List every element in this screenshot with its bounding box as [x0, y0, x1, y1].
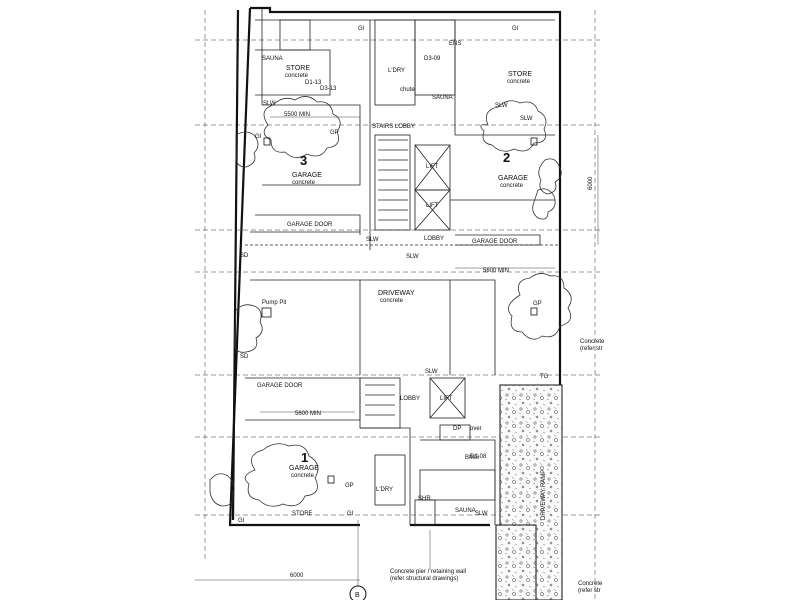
unit-2-number: 2: [503, 150, 510, 165]
ensuite-label: ENS: [449, 41, 461, 47]
grid-lines: [195, 10, 600, 600]
pump-pit-symbol: [261, 307, 272, 318]
tree-top-right: [480, 100, 547, 152]
gp-label-2: GP: [330, 130, 339, 136]
laundry-label: L'DRY: [388, 68, 405, 74]
gp-label-3: GP: [345, 483, 354, 489]
section-marker: B: [349, 585, 367, 600]
unit-1-garage-label: GARAGE: [289, 465, 319, 472]
lift-label-upper: LIFT: [426, 164, 439, 170]
gp-pit-symbol-2: [530, 137, 538, 146]
min-dim-unit-2: 5600 MIN: [483, 268, 509, 274]
dim-6000-bottom: 6000: [290, 573, 304, 579]
lift-label-lower: LIFT: [440, 396, 453, 402]
sd-label-1: SD: [240, 253, 249, 259]
section-marker-label: B: [355, 592, 360, 599]
sd-label-2: SD: [240, 354, 249, 360]
driveway-label: DRIVEWAY: [378, 290, 415, 297]
trees: [209, 96, 572, 507]
sauna-label-bottom: SAUNA: [455, 508, 476, 514]
dim-6000-right: 6000: [588, 176, 594, 190]
store-label-top-left: STORE: [286, 65, 310, 72]
sauna-label-top-right: SAUNA: [432, 95, 453, 101]
note-pier-1: Concrete pier / retaining wall: [390, 569, 466, 575]
store-label-top-right: STORE: [508, 71, 532, 78]
door-tag-d4: D3-09: [424, 56, 441, 62]
door-tag-d2: D3-13: [320, 86, 337, 92]
tree-bottom-left-2: [209, 473, 235, 507]
garage-door-label-unit-3: GARAGE DOOR: [287, 222, 333, 228]
lobby-label-upper: LOBBY: [424, 236, 444, 242]
tree-right-lower: [532, 188, 556, 220]
dp-over-label: over: [470, 426, 482, 432]
laundry-label-lower: L'DRY: [376, 487, 393, 493]
tree-left-top: [235, 131, 259, 168]
gi-label-4: GI: [238, 518, 245, 524]
note-concrete-4: (refer str: [578, 588, 601, 594]
slw-label-3: SLW: [520, 116, 533, 122]
driveway-material: concrete: [380, 298, 404, 304]
tree-mid-right: [508, 273, 572, 340]
unit-2-garage-label: GARAGE: [498, 175, 528, 182]
slw-label-6: SLW: [425, 369, 438, 375]
tree-left-mid: [233, 304, 263, 353]
tree-bottom-left: [244, 443, 319, 507]
unit-3-garage-material: concrete: [292, 180, 316, 186]
pump-pit-label: Pump Pit: [262, 300, 287, 306]
gp-pit-symbol-1: [263, 137, 271, 146]
gi-label-2: GI: [512, 26, 519, 32]
slw-label-1: SLW: [263, 101, 276, 107]
unit-3-garage-label: GARAGE: [292, 172, 322, 179]
note-concrete-3: Concrete: [578, 581, 603, 587]
slw-label-4: SLW: [366, 237, 379, 243]
chute-label: chute: [400, 87, 415, 93]
shower-label: SHR: [418, 496, 431, 502]
tree-top-left: [263, 96, 341, 158]
store-label-bottom: STORE: [292, 511, 313, 517]
garage-door-label-unit-1: GARAGE DOOR: [257, 383, 303, 389]
slw-label-7: SLW: [475, 511, 488, 517]
gp-label-1: GP: [533, 301, 542, 307]
note-concrete-2: (refer str: [580, 346, 603, 352]
door-tag-d3: D1-08: [470, 454, 487, 460]
min-dim-unit-3: 5500 MIN: [284, 112, 310, 118]
dp-label: DP: [453, 426, 461, 432]
sauna-label-top-left: SAUNA: [262, 56, 283, 62]
driveway-ramp-label: DRIVEWAY RAMP: [541, 470, 547, 520]
lobby-label-lower: LOBBY: [400, 396, 420, 402]
slw-label-5: SLW: [406, 254, 419, 260]
gi-label-3: GI: [255, 134, 262, 140]
store-material-top-left: concrete: [285, 73, 309, 79]
gi-label-5: GI: [347, 511, 354, 517]
note-concrete-1: Concrete: [580, 339, 605, 345]
note-pier-2: (refer structural drawings): [390, 576, 458, 582]
lift-label-upper-2: LIFT: [426, 203, 439, 209]
gp-pit-symbol-3: [530, 307, 538, 316]
gp-pit-symbol-4: [327, 475, 335, 484]
min-dim-unit-1: 5600 MIN: [295, 411, 321, 417]
bins-label: BINS: [465, 455, 479, 461]
door-tag-d1: D1-13: [305, 80, 322, 86]
garage-door-label-unit-2: GARAGE DOOR: [472, 239, 518, 245]
slw-label-2: SLW: [495, 103, 508, 109]
tg-label: TG: [540, 374, 549, 380]
gi-label-1: GI: [358, 26, 365, 32]
tree-right-upper: [538, 158, 562, 195]
unit-1-number: 1: [301, 450, 308, 465]
stairs-lobby-label: STAIRS LOBBY: [372, 124, 415, 130]
unit-3-number: 3: [300, 153, 307, 168]
unit-2-garage-material: concrete: [500, 183, 524, 189]
store-material-top-right: concrete: [507, 79, 531, 85]
unit-1-garage-material: concrete: [291, 473, 315, 479]
building-walls: [228, 6, 563, 600]
